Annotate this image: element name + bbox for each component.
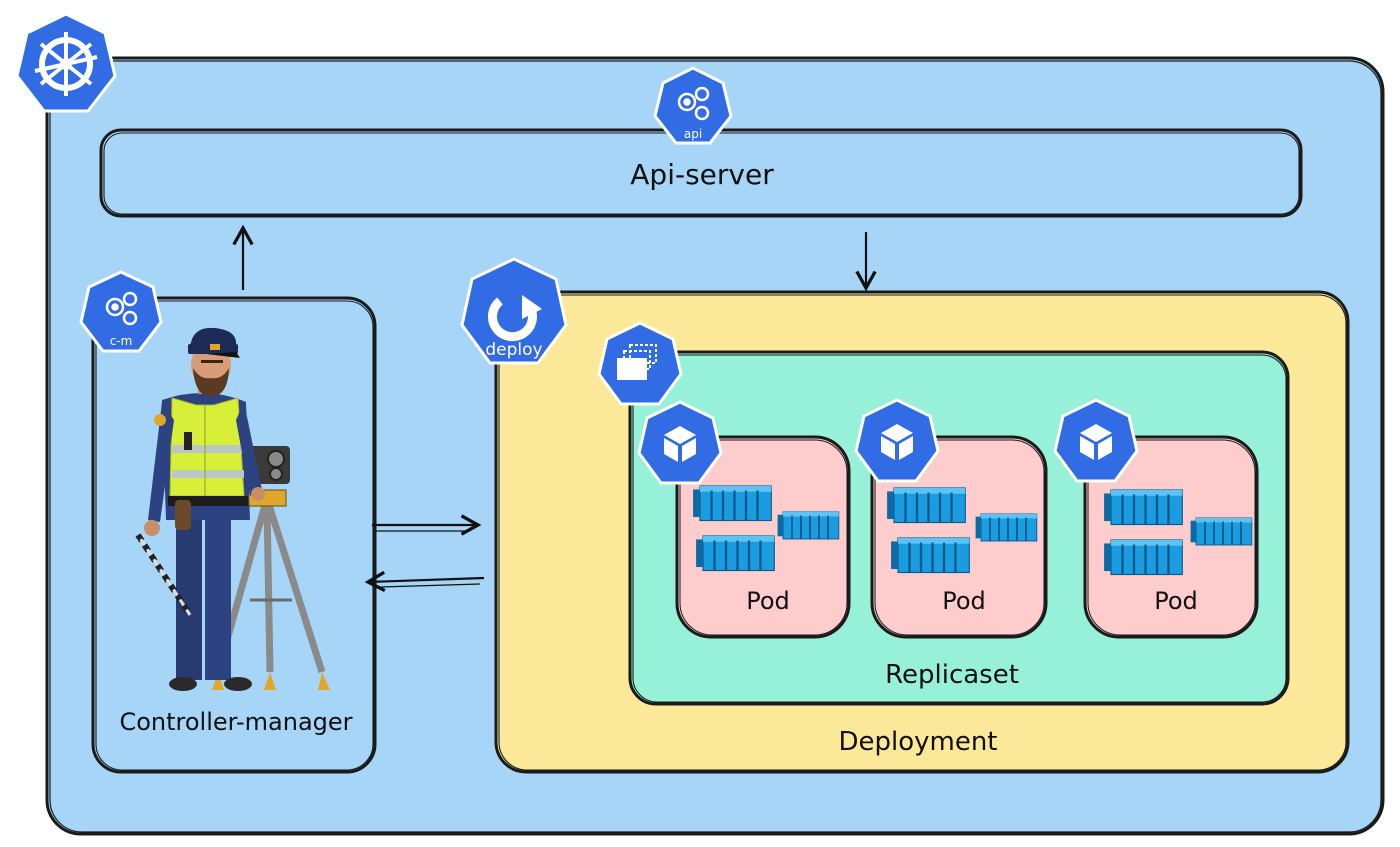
api-badge: api: [653, 66, 733, 145]
api-badge-text: api: [684, 127, 702, 141]
deployment-to-controller-arrow: [364, 570, 485, 593]
pod-1-badge: [637, 400, 723, 485]
pod-1: Pod: [675, 435, 851, 639]
controller-manager-label: Controller-manager: [119, 708, 352, 736]
deployment-box-sketch-line: [498, 294, 1347, 771]
refresh-arrow-icon: [487, 295, 542, 342]
replicaset-box-sketch-line: [632, 354, 1287, 703]
deployment-label: Deployment: [838, 727, 997, 757]
cube-icon: [664, 426, 696, 462]
cluster-box-sketch-line: [49, 60, 1382, 833]
controller-manager-badge-text: c-m: [110, 334, 133, 348]
pod-label: Pod: [1154, 587, 1198, 615]
replicaset-label: Replicaset: [885, 660, 1019, 690]
gears-icon: [677, 86, 710, 121]
deploy-badge: deploy: [460, 257, 568, 365]
kubernetes-helm-wheel-icon: [34, 32, 98, 96]
kubernetes-logo: [15, 12, 117, 113]
cube-icon: [881, 424, 913, 460]
pod-3-badge: [1053, 398, 1139, 483]
controller-manager-badge: c-m: [79, 270, 163, 353]
controller-manager-box-sketch-line: [95, 300, 374, 771]
gears-icon: [105, 291, 138, 326]
deploy-badge-text: deploy: [485, 340, 542, 360]
traffic-officer-illustration: [135, 327, 330, 691]
pod-box: [870, 435, 1048, 639]
camera-tripod: [212, 446, 330, 690]
pod-label: Pod: [746, 587, 790, 615]
pod-2: Pod: [870, 435, 1048, 639]
controller-manager-box: [91, 296, 377, 774]
stacked-windows-icon: [617, 344, 657, 380]
deployment-to-controller-arrow-sketch: [379, 583, 481, 588]
pod-label: Pod: [942, 587, 986, 615]
replicaset-badge: [597, 321, 683, 406]
cube-icon: [1080, 424, 1112, 460]
pod-box: [1083, 435, 1259, 639]
api-server-label: Api-server: [630, 158, 774, 191]
pod-2-badge: [854, 398, 940, 483]
pod-3: Pod: [1083, 435, 1259, 639]
